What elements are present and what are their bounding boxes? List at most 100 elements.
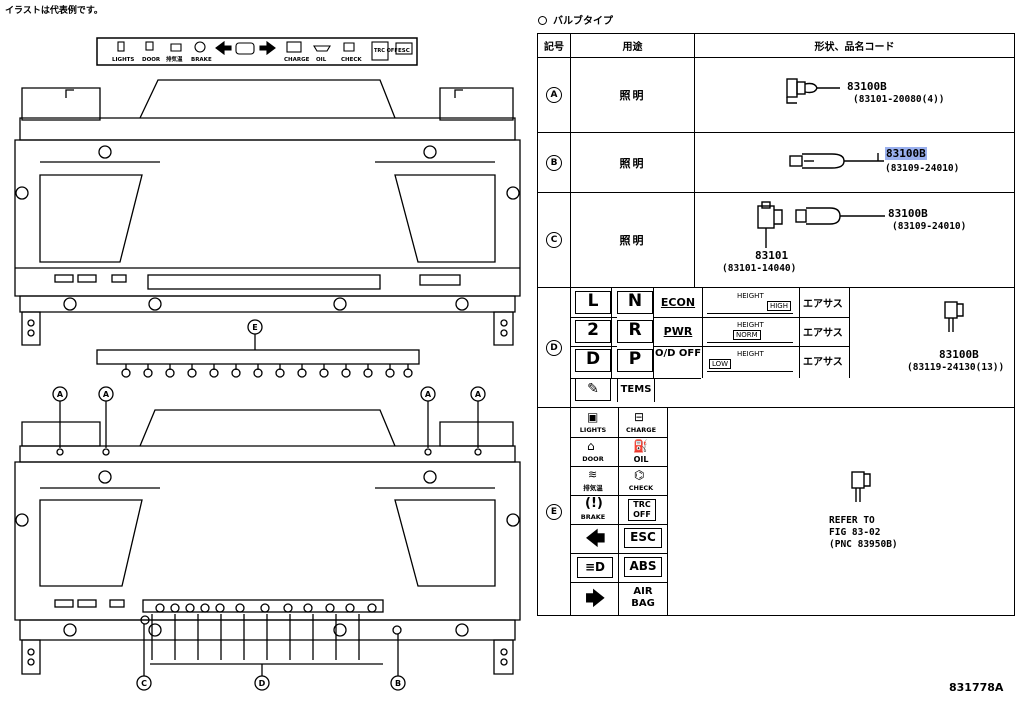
use-a: 照明 [570, 57, 695, 133]
airsus-column: エアサス エアサス エアサス [799, 288, 850, 378]
use-c: 照明 [570, 192, 695, 288]
header-use: 用途 [570, 33, 695, 58]
part-code-d: (83119-24130(13)) [907, 362, 1005, 373]
od-off-label: O/D OFF [654, 348, 702, 359]
socket-row [121, 364, 413, 378]
pencil-icon: ✎ [575, 378, 611, 401]
mode-column: ECON PWR O/D OFF [653, 288, 703, 378]
esc-label: ESC [624, 528, 662, 548]
symbol-d: D [546, 339, 562, 356]
row-divider [571, 437, 667, 438]
econ-label: ECON [660, 296, 696, 309]
airsus-label-3: エアサス [803, 357, 843, 368]
battery-icon: ⊟ [634, 410, 645, 424]
cluster-illustration: LIGHTS DOOR 排気温 BRAKE CHARGE OIL CHECK T… [14, 37, 521, 691]
height-low-box: HEIGHT LOW [707, 349, 793, 372]
e-grid: ▣ LIGHTS ⊟ CHARGE ⌂ DOOR ⛽ OIL ≋ 排気温 ⌬ C… [571, 408, 668, 616]
highlighted-part: 83100B [885, 147, 927, 160]
callout-e-label: E [252, 323, 257, 332]
strip-check-label: CHECK [341, 57, 362, 63]
row-divider [571, 466, 667, 467]
part-code-b: (83109-24010) [885, 163, 960, 174]
airbag-label: AIR BAG [631, 586, 655, 609]
row-divider [653, 346, 849, 347]
symbol-b: B [546, 154, 562, 171]
row-divider [571, 378, 701, 379]
lower-housing [14, 409, 521, 675]
headlight-icon: ≡D [577, 557, 613, 578]
wedge-bulb-icon [789, 153, 884, 169]
symbol-a: A [546, 87, 562, 103]
table-row: C 照明 83100B (83109-24010) 83101 (83101-1… [537, 192, 1015, 288]
header-symbol: 記号 [537, 33, 571, 58]
row-divider [571, 346, 617, 347]
section-title: バルブタイプ [538, 12, 613, 27]
part-number-b: 83100B [885, 147, 927, 160]
shape-cell-c: 83100B (83109-24010) 83101 (83101-14040) [694, 192, 1015, 288]
brake-icon: (!) [585, 496, 603, 511]
part-code-c2: (83101-14040) [722, 263, 797, 274]
header-shape: 形状、品名コード [694, 33, 1015, 58]
charge-label: CHARGE [625, 426, 657, 434]
bulb-icon [786, 78, 840, 104]
indicator-r: R [617, 320, 653, 343]
callout-a-label-3: A [425, 390, 432, 399]
check-label: CHECK [628, 484, 654, 492]
left-arrow-icon: 🡄 [585, 526, 606, 550]
airsus-label-1: エアサス [803, 299, 843, 310]
indicator-cell-e: ▣ LIGHTS ⊟ CHARGE ⌂ DOOR ⛽ OIL ≋ 排気温 ⌬ C… [570, 407, 1015, 616]
height-label: HEIGHT [737, 350, 764, 358]
use-b: 照明 [570, 132, 695, 193]
tems-label: TEMS [617, 378, 655, 402]
section-title-text: バルブタイプ [553, 16, 613, 27]
part-number-a: 83100B [847, 80, 887, 93]
indicator-l: L [575, 291, 611, 314]
callout-d-label: D [259, 679, 266, 688]
oil-label: OIL [633, 455, 649, 464]
door-icon: ⌂ [587, 439, 595, 453]
col-divider [611, 288, 612, 378]
strip-oil-label: OIL [316, 57, 327, 63]
col-divider [618, 408, 619, 616]
height-label: HEIGHT [737, 321, 764, 329]
bulb-icon [851, 471, 871, 502]
table-row: B 照明 83100B (83109-24010) [537, 132, 1015, 193]
ring-icon [538, 16, 547, 25]
abs-label: ABS [624, 557, 662, 577]
symbol-c: C [546, 232, 562, 248]
height-norm-box: HEIGHT NORM [707, 320, 793, 343]
strip-door-label: DOOR [142, 57, 161, 63]
row-divider [571, 582, 667, 583]
indicator-cell-d: L N 2 R D P ✎ TEMS ECON PWR O/D OFF HEIG… [570, 287, 1015, 408]
right-arrow-icon: 🡆 [585, 586, 606, 610]
part-number-d: 83100B [939, 348, 979, 361]
temp-icon: ≋ [588, 468, 598, 481]
callout-c-label: C [141, 679, 147, 688]
part-number-c2: 83101 [755, 249, 789, 262]
indicator-n: N [617, 291, 653, 314]
refer-line-2: FIG 83-02 [829, 527, 881, 538]
engine-icon: ⌬ [634, 468, 645, 482]
height-column: HEIGHT HIGH HEIGHT NORM HEIGHT LOW [701, 288, 800, 378]
row-divider [653, 317, 849, 318]
strip-charge-label: CHARGE [284, 57, 310, 63]
strip-trc-label: TRC OFF [374, 48, 398, 54]
strip-esc-label: ESC [398, 48, 410, 54]
refer-line-3: (PNC 83950B) [829, 539, 898, 550]
part-code-a: (83101-20080(4)) [853, 94, 945, 105]
symbol-e: E [546, 503, 562, 520]
callout-a-label-1: A [57, 390, 64, 399]
bulb-icon [944, 301, 964, 332]
exhaust-temp-label: 排気温 [583, 484, 603, 492]
lights-label: LIGHTS [579, 426, 607, 434]
indicator-2: 2 [575, 320, 611, 343]
table-row: D L N 2 R D P ✎ TEMS ECON PWR O/D OFF HE… [537, 287, 1015, 408]
strip-brake-label: BRAKE [191, 57, 212, 63]
part-number-c: 83100B [888, 207, 928, 220]
row-divider [571, 553, 667, 554]
socket-strip [96, 349, 420, 365]
indicator-d: D [575, 349, 611, 372]
norm-label: NORM [733, 330, 761, 340]
trc-off-label: TRC OFF [628, 499, 656, 521]
illustration-note: イラストは代表例です。 [5, 6, 103, 16]
